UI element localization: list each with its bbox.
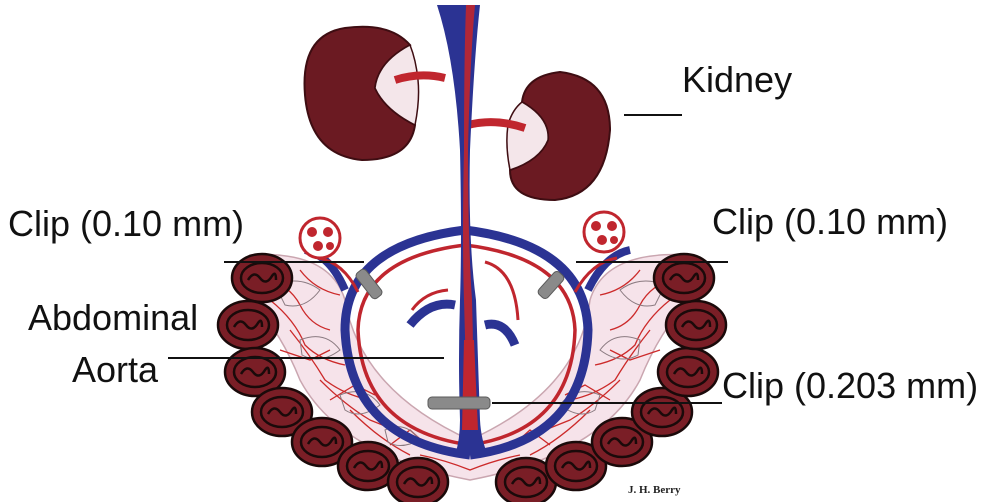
clip-left-label: Clip (0.10 mm) [8,203,244,244]
abdominal-label: Abdominal [28,297,198,338]
inner-artery-branch-right [485,262,518,320]
aorta-label: Aorta [72,349,159,390]
credit-label: J. H. Berry [628,484,681,496]
left-renal-artery [395,75,445,80]
bottom-clip [428,397,490,409]
intestine-loop [666,301,726,349]
right-renal-artery [468,122,525,128]
intestine-loop [388,458,448,502]
kidney-label: Kidney [682,59,792,100]
inner-vein-branch-right [485,324,515,345]
clip-bottom-label: Clip (0.203 mm) [722,365,978,406]
left-vessel-knot [300,218,340,258]
intestine-loop [218,301,278,349]
intestine-loop [658,348,718,396]
inner-vein-branch-left [410,304,455,325]
clip-right-label: Clip (0.10 mm) [712,201,948,242]
right-vessel-knot [584,212,624,252]
right-clip [537,270,566,300]
